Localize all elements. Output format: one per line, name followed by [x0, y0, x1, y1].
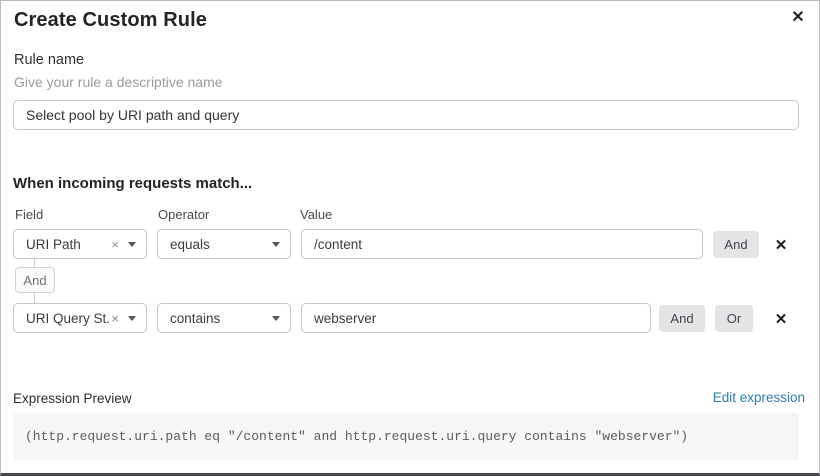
remove-condition-icon-row2[interactable]: ✕: [774, 311, 788, 328]
chevron-down-icon: [272, 241, 280, 247]
clear-icon[interactable]: ×: [111, 236, 119, 252]
rule-name-hint: Give your rule a descriptive name: [14, 74, 223, 90]
chevron-down-icon: [272, 315, 280, 321]
rule-name-input[interactable]: Select pool by URI path and query: [13, 100, 799, 130]
add-and-button-row2[interactable]: And: [659, 305, 705, 332]
operator-column-label: Operator: [158, 207, 210, 222]
clear-icon[interactable]: ×: [111, 310, 119, 326]
dialog-title: Create Custom Rule: [14, 9, 207, 31]
close-icon[interactable]: ✕: [791, 9, 805, 26]
expression-preview-box: (http.request.uri.path eq "/content" and…: [13, 413, 799, 460]
remove-condition-icon-row1[interactable]: ✕: [774, 237, 788, 254]
operator-select-value: contains: [170, 310, 221, 326]
chevron-down-icon: [128, 241, 136, 247]
field-column-label: Field: [15, 207, 44, 222]
field-select-value: URI Path: [26, 236, 81, 252]
operator-select-row2[interactable]: contains: [157, 303, 291, 333]
operator-select-value: equals: [170, 236, 210, 252]
match-section-heading: When incoming requests match...: [13, 175, 253, 192]
rule-name-label: Rule name: [14, 52, 85, 68]
add-and-button-row1[interactable]: And: [713, 231, 759, 258]
expression-code: (http.request.uri.path eq "/content" and…: [25, 429, 689, 444]
add-or-button-row2[interactable]: Or: [715, 305, 753, 332]
value-input-row2[interactable]: webserver: [301, 303, 651, 333]
value-column-label: Value: [300, 207, 333, 222]
field-select-row1[interactable]: URI Path ×: [13, 229, 147, 259]
expression-preview-label: Expression Preview: [13, 391, 132, 406]
chevron-down-icon: [128, 315, 136, 321]
operator-select-row1[interactable]: equals: [157, 229, 291, 259]
value-input-row1[interactable]: /content: [301, 229, 703, 259]
field-select-value: URI Query St...: [26, 310, 112, 326]
and-connector-pill: And: [15, 267, 55, 293]
edit-expression-link[interactable]: Edit expression: [712, 390, 805, 405]
field-select-row2[interactable]: URI Query St... ×: [13, 303, 147, 333]
